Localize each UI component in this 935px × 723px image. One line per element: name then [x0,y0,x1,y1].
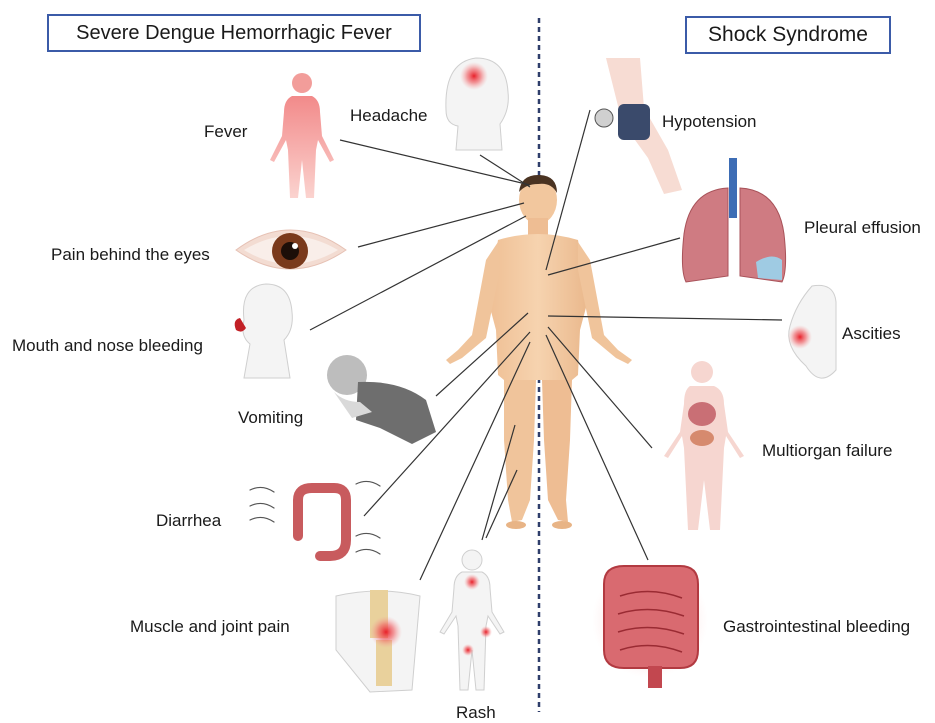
label-multiorgan-failure: Multiorgan failure [762,441,892,461]
label-fever: Fever [204,122,247,142]
bleeding-head-illustration [235,284,293,378]
central-human-figure [446,175,632,529]
label-vomiting: Vomiting [238,408,303,428]
label-rash: Rash [456,703,496,723]
label-hypotension: Hypotension [662,112,757,132]
label-gi-bleeding: Gastrointestinal bleeding [723,617,910,637]
red-eye-illustration [236,230,346,269]
multiorgan-figure-illustration [664,361,744,530]
label-mouth-nose-bleeding: Mouth and nose bleeding [12,336,203,356]
label-headache: Headache [350,106,428,126]
intestines-illustration [592,562,708,688]
label-pleural-effusion: Pleural effusion [804,218,921,238]
headache-illustration [446,58,508,150]
vomiting-person-illustration [327,355,436,444]
lungs-illustration [682,158,785,282]
label-muscle-joint-pain: Muscle and joint pain [130,617,290,637]
rash-figure-illustration [440,550,504,690]
fever-figure-illustration [270,73,334,198]
knee-joint-illustration [336,590,420,692]
ascites-belly-illustration [788,285,836,378]
header-shock-syndrome: Shock Syndrome [685,16,891,54]
label-pain-behind-eyes: Pain behind the eyes [51,245,210,265]
colon-illustration [250,481,380,556]
label-ascities: Ascities [842,324,901,344]
label-diarrhea: Diarrhea [156,511,221,531]
header-severe-dengue: Severe Dengue Hemorrhagic Fever [47,14,421,52]
